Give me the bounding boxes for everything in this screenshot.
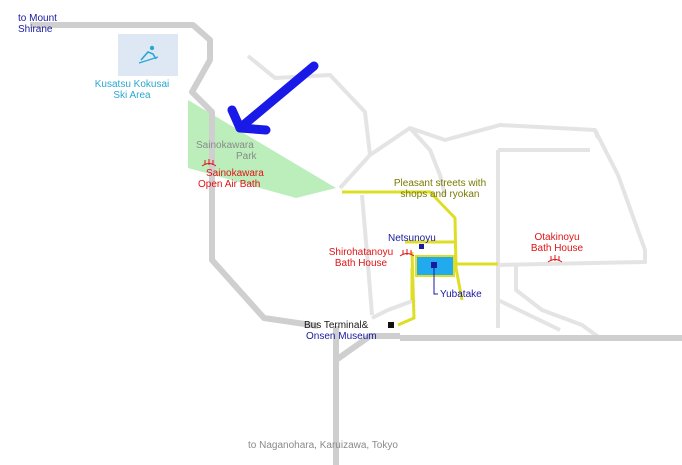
netsunoyu-marker	[419, 244, 424, 249]
label-bus-terminal: Bus Terminal& Onsen Museum	[304, 320, 377, 342]
arrow-icon	[227, 61, 319, 135]
yubatake-leader	[433, 268, 438, 295]
sainokawara-park	[188, 100, 336, 198]
label-open-air-bath: Sainokawara Open Air Bath	[198, 168, 264, 190]
label-shirohatanoyu: Shirohatanoyu Bath House	[328, 247, 394, 269]
bus-terminal-marker	[388, 322, 394, 328]
label-netsunoyu: Netsunoyu	[388, 233, 436, 244]
label-yubatake: Yubatake	[440, 289, 482, 300]
main-roads	[30, 22, 682, 465]
skier-icon	[138, 45, 159, 64]
label-ski-area: Kusatsu Kokusai Ski Area	[94, 79, 170, 101]
label-mount-shirane: to Mount Shirane	[18, 13, 57, 35]
yubatake-marker	[431, 262, 437, 268]
label-sainokawara-park: Sainokawara Park	[196, 140, 257, 162]
label-otakinoyu: Otakinoyu Bath House	[530, 232, 584, 254]
shopping-streets	[342, 190, 498, 327]
label-pleasant-streets: Pleasant streets with shops and ryokan	[393, 178, 487, 200]
hot-spring-icon	[201, 159, 217, 167]
label-bottom-route: to Naganohara, Karuizawa, Tokyo	[248, 440, 398, 451]
hot-spring-icon	[547, 255, 563, 263]
ski-area-block	[118, 34, 178, 76]
hot-spring-icon	[399, 249, 415, 257]
minor-roads	[246, 54, 647, 340]
